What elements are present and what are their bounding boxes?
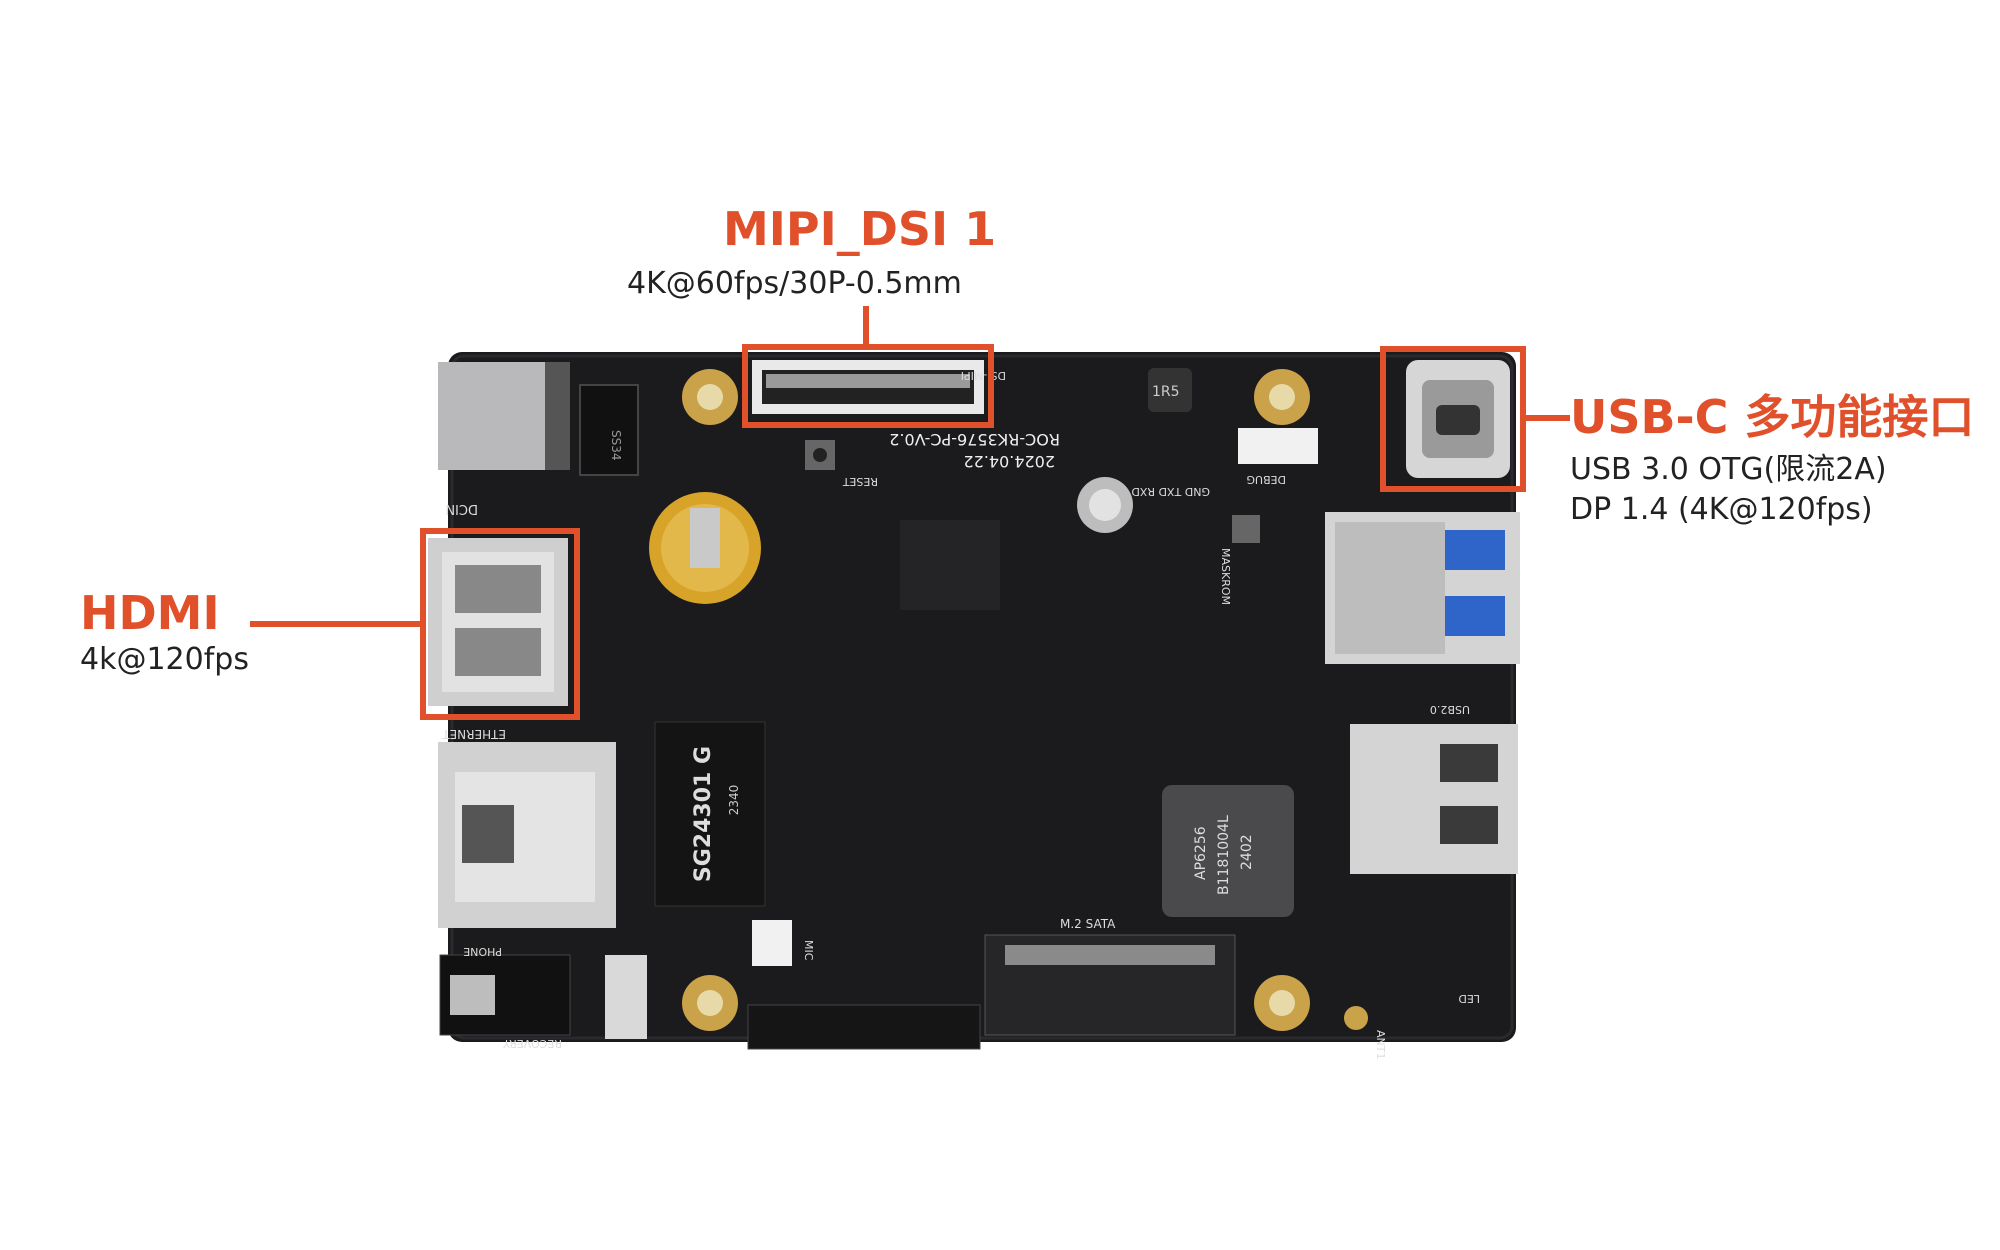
hdmi-subtitle: 4k@120fps xyxy=(80,642,249,677)
phone-text: PHONE xyxy=(463,945,502,958)
usbc-leader-line xyxy=(1524,415,1570,421)
board-date-text: 2024.04.22 xyxy=(963,452,1055,471)
wifi-chip-text-2: B1181004L xyxy=(1216,815,1232,895)
hdmi-highlight-box xyxy=(420,528,580,720)
ss34-text: SS34 xyxy=(609,430,623,461)
reset-text: RESET xyxy=(842,475,878,488)
maskrom-button xyxy=(1232,515,1260,543)
debug-text: DEBUG xyxy=(1246,473,1286,486)
soc-area xyxy=(900,520,1000,610)
ethernet-text: ETHERNET xyxy=(442,727,506,741)
inductor-1r5 xyxy=(1148,368,1192,412)
mipi-highlight-box xyxy=(742,344,994,428)
ss34-diode xyxy=(579,384,639,476)
wifi-module xyxy=(1162,785,1294,917)
usbc-title: USB-C 多功能接口 xyxy=(1570,390,1975,444)
mic-connector xyxy=(752,920,792,966)
wifi-chip-text-3: 2402 xyxy=(1239,834,1255,870)
hdmi-leader-line xyxy=(250,621,422,627)
dcin-text: DCIN xyxy=(445,501,478,516)
m2-sata-text: M.2 SATA xyxy=(1060,917,1116,931)
transformer-code-text: 2340 xyxy=(727,785,741,816)
usbc-subtitle-2: DP 1.4 (4K@120fps) xyxy=(1570,492,1873,527)
mounting-holes xyxy=(682,369,1310,1031)
board-name-text: ROC-RK3576-PC-V0.2 xyxy=(889,430,1060,449)
antenna-connector xyxy=(1344,1006,1368,1030)
ant1-text: ANT1 xyxy=(1374,1030,1387,1059)
gnd-txd-rxd-text: GND TXD RXD xyxy=(1131,485,1210,498)
usb20-text: USB2.0 xyxy=(1430,703,1470,716)
mipi-subtitle: 4K@60fps/30P-0.5mm xyxy=(627,266,962,301)
gpio-header xyxy=(747,1004,981,1050)
mipi-leader-line xyxy=(863,306,869,346)
inductor-text: 1R5 xyxy=(1152,384,1180,400)
usbc-highlight-box xyxy=(1380,346,1526,492)
led-text: LED xyxy=(1458,992,1480,1005)
mipi-silk-text: DSI-MIPI xyxy=(961,369,1006,382)
hdmi-title: HDMI xyxy=(80,586,220,640)
usbc-subtitle-1: USB 3.0 OTG(限流2A) xyxy=(1570,452,1887,487)
debug-connector xyxy=(1238,428,1318,464)
network-transformer xyxy=(654,721,766,907)
mic-text: MIC xyxy=(802,940,815,961)
recovery-text: RECOVERY xyxy=(503,1037,562,1050)
transformer-text: SG24301 G xyxy=(691,746,716,882)
recovery-button xyxy=(605,955,647,1039)
wifi-chip-text-1: AP6256 xyxy=(1193,826,1209,880)
mipi-title: MIPI_DSI 1 xyxy=(723,202,997,256)
maskrom-text: MASKROM xyxy=(1219,548,1232,605)
